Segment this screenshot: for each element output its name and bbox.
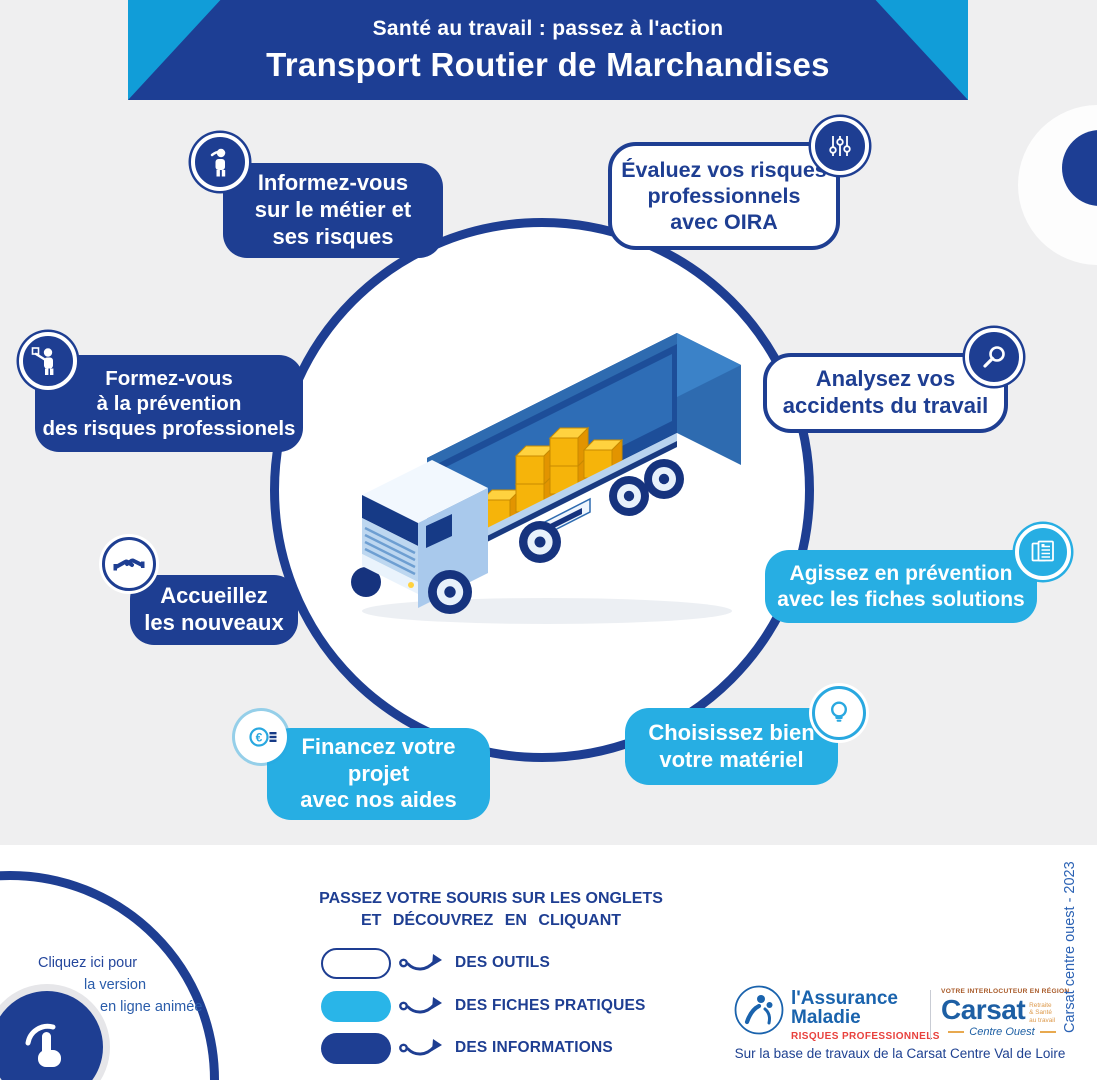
handshake-icon (102, 537, 156, 591)
document-icon (1015, 524, 1071, 580)
assurance-maladie-text: l'Assurance Maladie RISQUES PROFESSIONNE… (791, 984, 940, 1042)
magnifier-icon (965, 328, 1023, 386)
legend-item-informations: DES INFORMATIONS (321, 1032, 613, 1064)
legend-title-line2: ET DÉCOUVREZ EN CLIQUANT (360, 911, 622, 929)
legend-title-line1: PASSEZ VOTRE SOURIS SUR LES ONGLETS (319, 890, 663, 907)
page-title: Transport Routier de Marchandises (266, 45, 830, 83)
assurance-maladie-logo: l'Assurance Maladie RISQUES PROFESSIONNE… (733, 984, 940, 1042)
am-name-line2: Maladie (791, 1007, 861, 1028)
header-banner-shape (128, 0, 968, 100)
squiggle-arrow-icon (399, 997, 442, 1014)
header-subtitle: Santé au travail : passez à l'action (372, 16, 724, 40)
am-name-line1: l'Assurance (791, 988, 898, 1009)
truck-illustration (351, 333, 741, 624)
carsat-logo: VOTRE INTERLOCUTEUR EN RÉGION Carsat Ret… (941, 988, 1070, 1038)
legend-label: DES INFORMATIONS (455, 1039, 613, 1056)
click-hand-icon (25, 1023, 61, 1067)
vertical-credit: Carsat centre ouest - 2023 (1062, 861, 1078, 1033)
assurance-maladie-emblem-icon (734, 985, 784, 1035)
legend-label: DES FICHES PRATIQUES (455, 997, 646, 1014)
legend-label: DES OUTILS (455, 954, 551, 971)
legend-pill-cyan (321, 990, 391, 1022)
carsat-region-row: Centre Ouest (941, 1026, 1063, 1038)
legend-pill-white (321, 947, 391, 979)
orange-line (948, 1031, 965, 1034)
carsat-side-text: Retraite & Santé au travail (1029, 1002, 1056, 1024)
header-text: Santé au travail : passez à l'action Tra… (128, 0, 968, 100)
euro-coin-icon: € (235, 711, 287, 763)
carsat-name-row: Carsat Retraite & Santé au travail (941, 996, 1063, 1024)
svg-text:€: € (256, 731, 263, 745)
lightbulb-icon (812, 686, 866, 740)
trainer-icon (19, 332, 77, 390)
carsat-region: Centre Ouest (969, 1026, 1035, 1039)
logo-divider (930, 990, 931, 1040)
squiggle-arrow-icon (399, 954, 442, 971)
footer-credit: Sur la base de travaux de la Carsat Cent… (734, 1046, 1066, 1061)
carsat-name: Carsat (941, 994, 1026, 1025)
legend-pill-dark (321, 1032, 391, 1064)
orange-line (1039, 1031, 1056, 1034)
sliders-icon (811, 117, 869, 175)
header-banner: Santé au travail : passez à l'action Tra… (128, 0, 968, 100)
am-tagline: RISQUES PROFESSIONNELS (791, 1031, 940, 1042)
legend-item-outils: DES OUTILS (321, 947, 550, 979)
online-version-text: Cliquez ici pour la version en ligne ani… (38, 955, 203, 1015)
legend-item-fiches: DES FICHES PRATIQUES (321, 990, 646, 1022)
carsat-overline: VOTRE INTERLOCUTEUR EN RÉGION (941, 988, 1070, 995)
squiggle-arrow-icon (399, 1039, 442, 1056)
lookout-person-icon (191, 133, 249, 191)
legend-title: PASSEZ VOTRE SOURIS SUR LES ONGLETS ET D… (310, 888, 672, 931)
